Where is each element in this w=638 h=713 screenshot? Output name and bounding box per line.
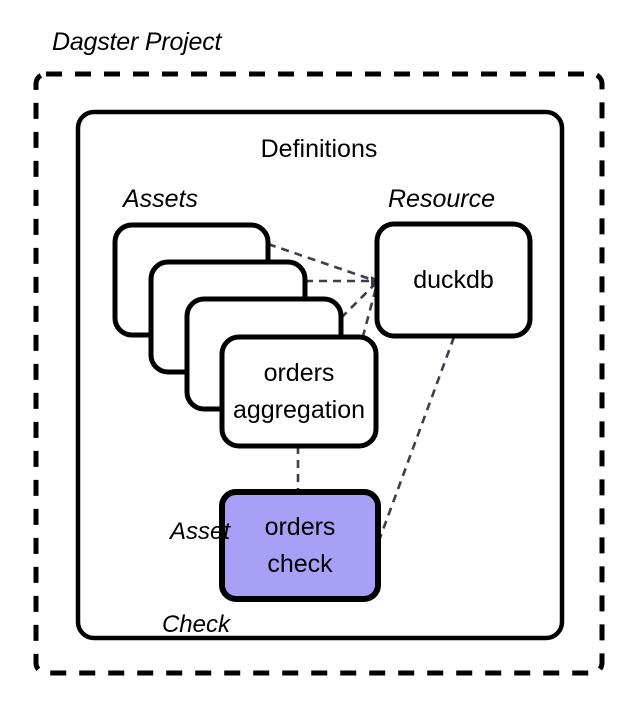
group-label-assets: Assets bbox=[123, 185, 199, 213]
edge-orders-aggregation-to-duckdb bbox=[357, 283, 379, 352]
group-label-asset-check: Asset Check bbox=[80, 456, 230, 702]
node-duckdb[interactable] bbox=[374, 221, 533, 339]
page-title: Dagster Project bbox=[52, 28, 222, 56]
container-label-definitions: Definitions bbox=[260, 135, 378, 163]
edge-duckdb-to-orders-check bbox=[375, 336, 456, 547]
edge-asset-card-1-to-duckdb bbox=[267, 242, 377, 283]
container-dagster-project bbox=[33, 71, 605, 676]
group-label-asset-check-line2: Check bbox=[161, 610, 230, 638]
group-label-resource: Resource bbox=[388, 185, 495, 213]
group-label-asset-check-line1: Asset bbox=[169, 518, 230, 546]
node-orders-check[interactable] bbox=[219, 489, 381, 602]
node-orders-aggregation[interactable] bbox=[219, 334, 379, 449]
connector-group bbox=[267, 242, 456, 547]
